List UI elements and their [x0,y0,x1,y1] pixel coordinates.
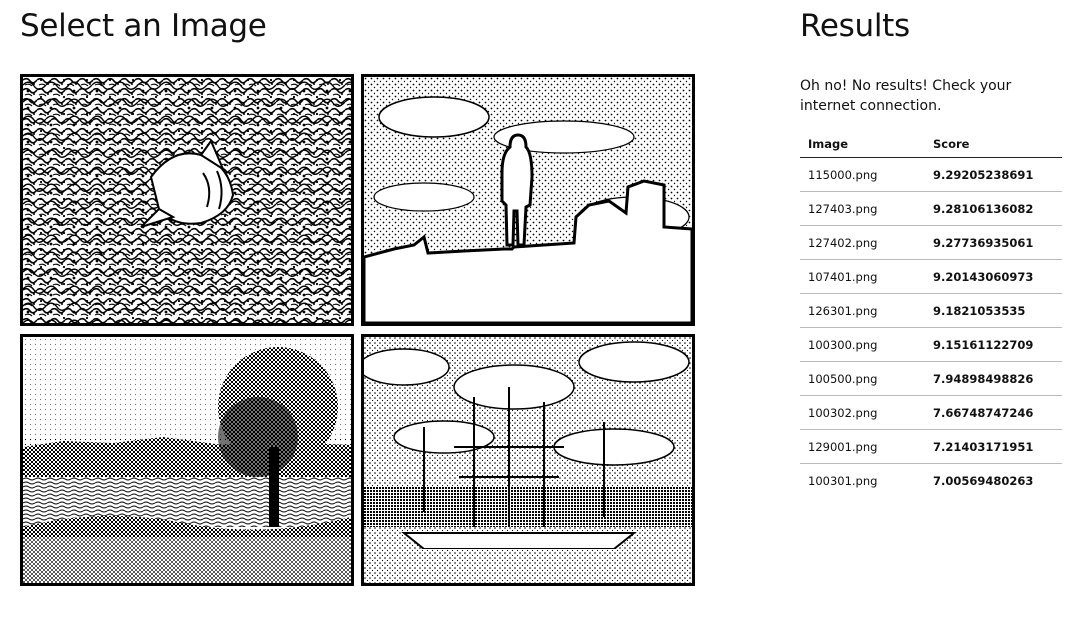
results-heading: Results [800,8,910,44]
score-cell: 9.28106136082 [925,191,1062,226]
table-row: 100302.png 7.66748747246 [800,395,1062,430]
table-row: 100500.png 7.94898498826 [800,361,1062,396]
image-tile-silhouette-person[interactable] [361,74,695,326]
score-cell: 9.20143060973 [925,259,1062,294]
table-row: 100300.png 9.15161122709 [800,327,1062,362]
column-header-score: Score [925,130,1062,158]
table-row: 129001.png 7.21403171951 [800,429,1062,464]
results-table-header-row: Image Score [800,130,1062,158]
image-cell: 129001.png [800,429,925,464]
image-cell: 100301.png [808,473,878,488]
results-panel: Results Oh no! No results! Check your in… [800,0,1062,488]
image-grid [20,74,696,586]
table-row: 127402.png 9.27736935061 [800,225,1062,260]
image-selection-panel: Select an Image [20,0,700,586]
score-cell: 7.66748747246 [925,395,1062,430]
score-cell: 7.21403171951 [925,429,1062,464]
image-cell: 107401.png [800,259,925,294]
image-tile-reef-fish[interactable] [20,74,354,326]
score-cell: 9.27736935061 [925,225,1062,260]
image-tile-sailing-ships[interactable] [361,334,695,586]
score-cell: 9.29205238691 [925,157,1062,192]
image-cell: 115000.png [800,157,925,192]
score-cell: 9.1821053535 [925,293,1062,328]
table-row: 115000.png 9.29205238691 [800,157,1062,192]
image-cell: 127402.png [800,225,925,260]
score-cell: 9.15161122709 [925,327,1062,362]
image-cell: 100302.png [800,395,925,430]
image-cell: 127403.png [800,191,925,226]
column-header-image: Image [800,130,925,158]
score-cell: 7.94898498826 [925,361,1062,396]
results-table: Image Score 115000.png 9.29205238691 127… [800,130,1062,497]
sailing-ships-harbor-image [364,337,692,583]
tree-landscape-image [23,337,351,583]
table-row: 126301.png 9.1821053535 [800,293,1062,328]
select-image-heading: Select an Image [20,8,267,44]
silhouette-person-image [364,77,692,323]
image-cell: 100500.png [800,361,925,396]
score-cell: 7.00569480263 [933,473,1034,488]
table-row: 127403.png 9.28106136082 [800,191,1062,226]
table-row: 100301.png 7.00569480263 [800,464,1062,498]
reef-fish-image [23,77,351,323]
no-results-message: Oh no! No results! Check your internet c… [800,78,1012,114]
image-tile-tree-landscape[interactable] [20,334,354,586]
image-cell: 126301.png [800,293,925,328]
image-cell: 100300.png [800,327,925,362]
table-row: 107401.png 9.20143060973 [800,259,1062,294]
